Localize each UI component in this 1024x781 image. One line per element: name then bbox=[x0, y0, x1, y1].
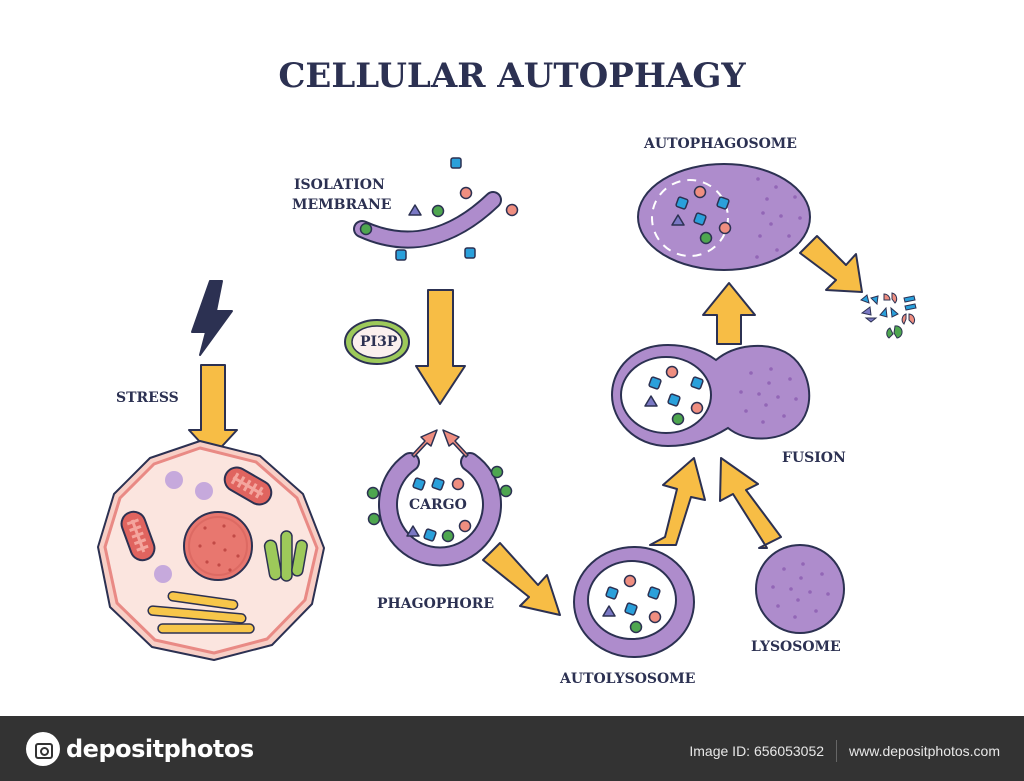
autolysosome bbox=[573, 546, 695, 658]
cargo-square bbox=[450, 157, 462, 169]
autophagosome bbox=[637, 163, 811, 271]
phagophore-to-autolysosome-arrow bbox=[482, 542, 561, 616]
fusion-body bbox=[610, 343, 811, 448]
lightning-bolt-icon bbox=[191, 280, 233, 356]
phagophore-label: PHAGOPHORE bbox=[377, 596, 495, 612]
phagophore bbox=[366, 429, 513, 567]
autolysosome-to-fusion-arrow bbox=[649, 457, 706, 546]
stress-arrow bbox=[188, 364, 238, 457]
isolation-membrane bbox=[353, 157, 519, 261]
cargo-circle bbox=[359, 222, 373, 236]
autophagy-diagram bbox=[97, 157, 917, 661]
footer-bar: depositphotos Image ID: 656053052 www.de… bbox=[0, 716, 1024, 781]
camera-logo-icon bbox=[26, 732, 60, 766]
small-arrow-icon bbox=[411, 429, 469, 458]
cell bbox=[97, 440, 325, 661]
website-link[interactable]: www.depositphotos.com bbox=[849, 743, 1000, 759]
cargo-triangle bbox=[408, 204, 422, 216]
brand[interactable]: depositphotos bbox=[26, 732, 254, 766]
endoplasmic-reticulum bbox=[147, 591, 255, 634]
degraded-fragments bbox=[860, 292, 917, 339]
isolation-membrane-label-line1: ISOLATION bbox=[294, 177, 385, 193]
golgi-apparatus bbox=[263, 530, 308, 582]
image-meta: Image ID: 656053052 www.depositphotos.co… bbox=[689, 740, 1000, 762]
pi3p-label: PI3P bbox=[360, 334, 398, 350]
pi3p-badge bbox=[344, 319, 410, 365]
mitochondrion bbox=[223, 466, 273, 506]
divider bbox=[836, 740, 838, 762]
cargo-square bbox=[395, 249, 407, 261]
vesicle bbox=[154, 565, 172, 583]
autolysosome-label: AUTOLYSOSOME bbox=[560, 671, 696, 687]
isolation-membrane-label-line2: MEMBRANE bbox=[292, 197, 392, 213]
vesicle bbox=[195, 482, 213, 500]
diagram-title: CELLULAR AUTOPHAGY bbox=[278, 56, 746, 96]
vesicle bbox=[165, 471, 183, 489]
nucleus bbox=[183, 511, 253, 581]
brand-name: depositphotos bbox=[66, 735, 254, 763]
autophagosome-label: AUTOPHAGOSOME bbox=[644, 136, 797, 152]
degradation-arrow bbox=[799, 235, 863, 293]
stress-label: STRESS bbox=[116, 390, 179, 406]
fusion-label: FUSION bbox=[782, 450, 846, 466]
cargo-circle bbox=[431, 204, 445, 218]
membrane-to-phagophore-arrow bbox=[415, 289, 466, 405]
cargo-square bbox=[464, 247, 476, 259]
cargo-circle bbox=[505, 203, 519, 217]
cargo-circle bbox=[459, 186, 473, 200]
image-id: Image ID: 656053052 bbox=[689, 743, 825, 759]
lysosome-to-fusion-arrow bbox=[719, 457, 782, 549]
cargo-label: CARGO bbox=[409, 497, 467, 513]
lysosome-label: LYSOSOME bbox=[751, 639, 841, 655]
lysosome bbox=[755, 544, 845, 634]
fusion-to-autophagosome-arrow bbox=[702, 282, 756, 345]
mitochondrion bbox=[120, 510, 156, 562]
